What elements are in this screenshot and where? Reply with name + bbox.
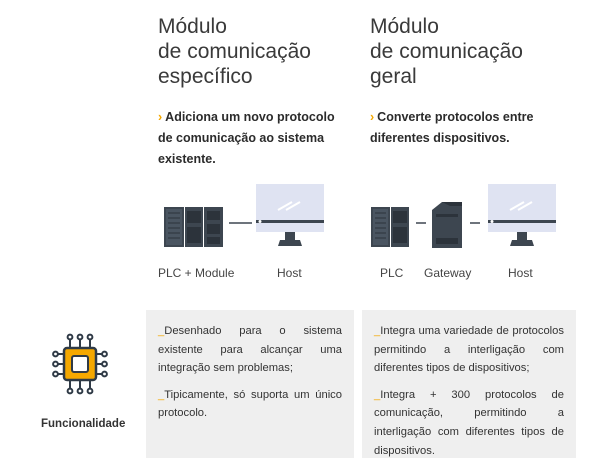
label-host: Host	[277, 266, 302, 280]
description-text: Converte protocolos entre diferentes dis…	[370, 110, 534, 145]
title-line: de comunicação	[158, 40, 311, 63]
dash-marker: _	[158, 388, 165, 401]
feature-text: Integra + 300 protocolos de comunicação,…	[374, 388, 564, 457]
dash-marker: _	[158, 325, 165, 337]
feature-text: Desenhado para o sistema existente para …	[158, 325, 342, 375]
plc-gateway-host-diagram	[371, 184, 556, 248]
description-text: Adiciona um novo protocolo de comunicaçã…	[158, 110, 335, 166]
feature-item: _Integra uma variedade de protocolos per…	[374, 322, 564, 378]
label-host: Host	[508, 266, 533, 280]
row-label-functionality: Funcionalidade	[41, 418, 126, 430]
dash-marker: _	[374, 325, 381, 337]
title-line: específico	[158, 65, 253, 88]
label-plc: PLC	[380, 266, 404, 280]
chip-icon	[52, 333, 108, 395]
feature-item: _Tipicamente, só suporta um único protoc…	[158, 386, 342, 423]
title-general-module: Módulo de comunicação geral	[370, 14, 523, 89]
title-line: Módulo	[370, 15, 439, 38]
title-line: Módulo	[158, 15, 227, 38]
plc-icon	[164, 207, 203, 247]
description-general: ›Converte protocolos entre diferentes di…	[370, 107, 560, 149]
feature-text: Integra uma variedade de protocolos perm…	[374, 325, 564, 375]
bullet-arrow-icon: ›	[370, 110, 375, 124]
dash-marker: _	[374, 388, 381, 401]
host-monitor-icon	[488, 184, 556, 246]
bullet-arrow-icon: ›	[158, 110, 163, 124]
plc-icon	[371, 207, 409, 247]
description-specific: ›Adiciona um novo protocolo de comunicaç…	[158, 107, 348, 170]
host-monitor-icon	[256, 184, 324, 246]
module-icon	[204, 207, 223, 247]
title-line: geral	[370, 65, 417, 88]
plc-module-host-diagram	[164, 184, 324, 247]
label-plc-module: PLC + Module	[158, 266, 235, 280]
feature-item: _Desenhado para o sistema existente para…	[158, 322, 342, 378]
feature-item: _Integra + 300 protocolos de comunicação…	[374, 386, 564, 460]
gateway-icon	[432, 202, 462, 248]
features-panel-general: _Integra uma variedade de protocolos per…	[362, 310, 576, 458]
title-specific-module: Módulo de comunicação específico	[158, 14, 311, 89]
title-line: de comunicação	[370, 40, 523, 63]
features-panel-specific: _Desenhado para o sistema existente para…	[146, 310, 354, 458]
label-gateway: Gateway	[424, 266, 472, 280]
feature-text: Tipicamente, só suporta um único protoco…	[158, 388, 342, 420]
